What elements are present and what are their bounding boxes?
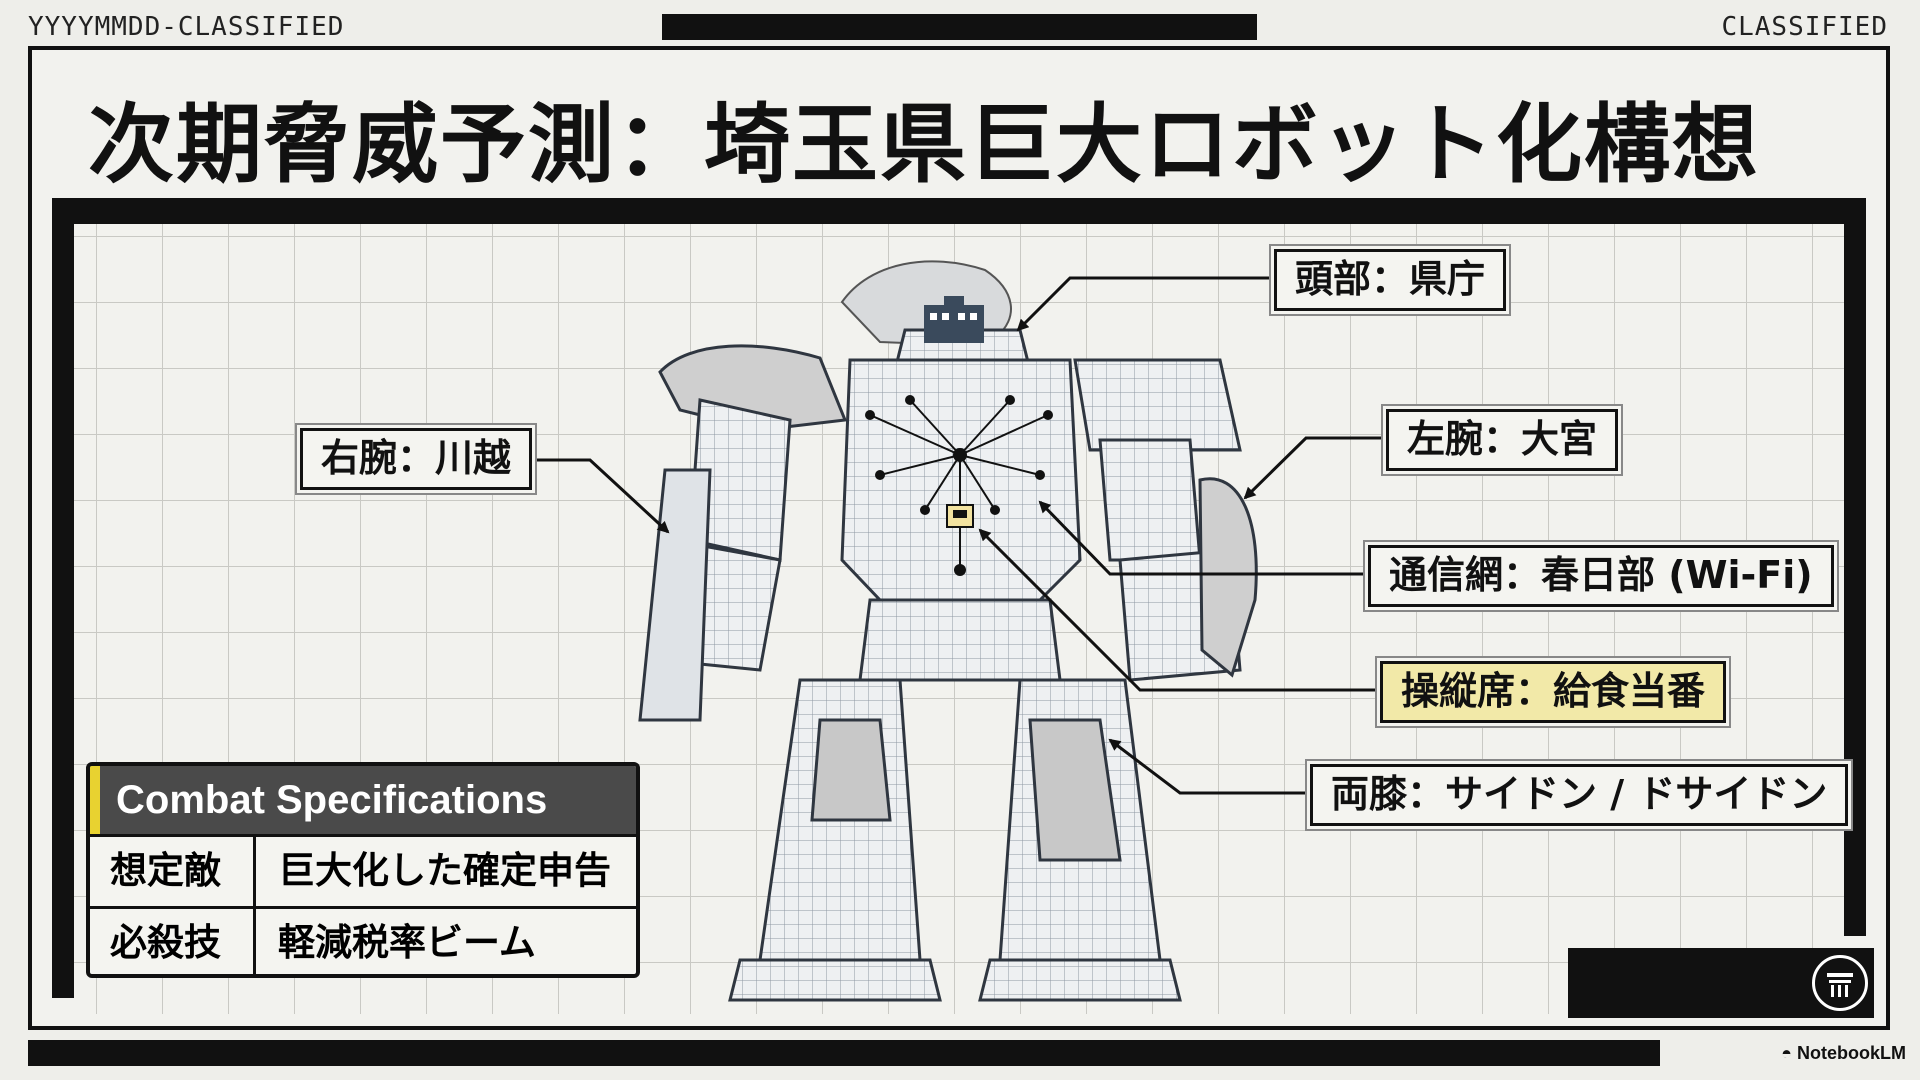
redaction-bar-bottom [28, 1040, 1660, 1066]
specs-heading: Combat Specifications [90, 766, 636, 834]
specs-value: 軽減税率ビーム [278, 921, 536, 964]
brand-watermark: ◓ NotebookLM [1781, 1043, 1906, 1064]
blueprint-panel-left-border [52, 198, 74, 998]
specs-value: 巨大化した確定申告 [278, 849, 611, 892]
blueprint-panel-top-border [52, 198, 1866, 224]
classification-code-left: YYYYMMDD-CLASSIFIED [28, 12, 345, 42]
label-left-arm: 左腕：大宮 [1386, 409, 1619, 471]
table-row: 想定敵 巨大化した確定申告 [90, 834, 636, 906]
prefectural-office-icon [924, 296, 984, 343]
label-knees: 両膝：サイドン / ドサイドン [1310, 764, 1849, 826]
leader-lines [512, 276, 1384, 795]
specs-key: 想定敵 [90, 837, 256, 906]
label-cockpit: 操縦席：給食当番 [1380, 661, 1727, 723]
redaction-bar [662, 14, 1257, 40]
cockpit-icon [946, 504, 974, 528]
robot-body [638, 260, 1258, 1002]
label-head: 頭部：県庁 [1274, 249, 1507, 311]
page-title: 次期脅威予測：埼玉県巨大ロボット化構想 [88, 95, 1760, 195]
label-right-arm: 右腕：川越 [300, 428, 533, 490]
brand-name: NotebookLM [1797, 1043, 1906, 1063]
classification-code-right: CLASSIFIED [1721, 12, 1888, 42]
label-network: 通信網：春日部 (Wi-Fi) [1368, 545, 1834, 607]
network-lines [869, 399, 1049, 570]
emblem-icon [1812, 955, 1868, 1011]
specs-key: 必殺技 [90, 909, 256, 974]
blueprint-panel-right-border [1844, 198, 1866, 936]
network-nodes [865, 395, 1053, 576]
table-row: 必殺技 軽減税率ビーム [90, 906, 636, 974]
notebooklm-logo-icon: ◓ [1781, 1043, 1792, 1063]
combat-specifications-table: Combat Specifications 想定敵 巨大化した確定申告 必殺技 … [86, 762, 640, 978]
